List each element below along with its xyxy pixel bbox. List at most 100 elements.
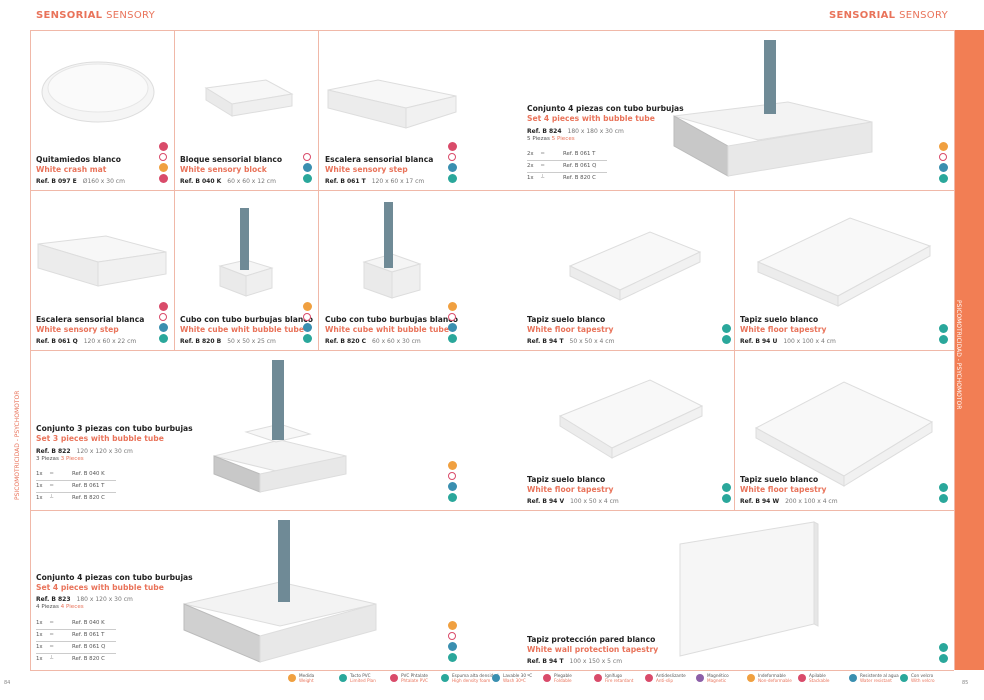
product-title: Conjunto 4 piezas con tubo burbujas: [527, 104, 684, 113]
weight-icon: [303, 302, 312, 311]
wash-icon: [303, 323, 312, 332]
floor-tapestry-v-image: [558, 379, 704, 459]
sensory-step-image: [327, 79, 457, 129]
weight-icon: [448, 302, 457, 311]
legend-icon: [696, 674, 704, 682]
parts-row: 1x═Ref. B 040 K: [36, 618, 116, 630]
feature-icons: [939, 643, 949, 665]
parts-row: 1x═Ref. B 061 T: [36, 630, 116, 642]
fire-retardant-icon: [939, 153, 947, 161]
legend-icon: [492, 674, 500, 682]
foam-icon: [722, 483, 731, 492]
crash-mat-image: [41, 61, 155, 123]
foam-icon: [722, 324, 731, 333]
page-number-right: 85: [962, 680, 969, 686]
pvc-icon: [159, 302, 168, 311]
foam-icon: [448, 653, 457, 662]
parts-row: 2x═Ref. B 061 T: [527, 149, 607, 161]
product-title: Tapiz suelo blanco: [740, 315, 819, 324]
feature-icons: [448, 461, 458, 504]
foam-icon: [303, 334, 312, 343]
product-title: Cubo con tubo burbujas blanco: [180, 315, 313, 324]
foam-icon: [303, 174, 312, 183]
velcro-icon: [939, 654, 948, 663]
pvc-icon: [159, 142, 168, 151]
velcro-icon: [939, 494, 948, 503]
fire-retardant-icon: [448, 632, 456, 640]
feature-icons: [939, 142, 949, 185]
wash-icon: [448, 642, 457, 651]
product-subtitle: White crash mat: [36, 165, 107, 174]
feature-icons: [939, 324, 949, 346]
product-subtitle: White floor tapestry: [740, 485, 827, 494]
pvc-icon: [448, 142, 457, 151]
velcro-icon: [722, 335, 731, 344]
cube-c-image: [362, 202, 422, 299]
foam-icon: [939, 324, 948, 333]
legend-icon: [288, 674, 296, 682]
feature-icons: [159, 302, 169, 345]
legend-icon: [849, 674, 857, 682]
product-title: Tapiz suelo blanco: [527, 315, 606, 324]
product-pieces: 5 Piezas 5 Pieces: [527, 136, 575, 142]
product-title: Tapiz suelo blanco: [740, 475, 819, 484]
fire-retardant-icon: [448, 153, 456, 161]
weight-icon: [448, 621, 457, 630]
wash-icon: [303, 163, 312, 172]
product-title: Conjunto 3 piezas con tubo burbujas: [36, 424, 193, 433]
product-subtitle: White wall protection tapestry: [527, 645, 659, 654]
weight-icon: [939, 142, 948, 151]
parts-row: 1x┴Ref. B 820 C: [36, 495, 105, 501]
legend-icon: [594, 674, 602, 682]
product-subtitle: White sensory block: [180, 165, 267, 174]
fire-retardant-icon: [448, 313, 456, 321]
feature-icons: [159, 142, 169, 185]
cube-b-image: [218, 208, 274, 297]
page-number-left: 84: [4, 680, 11, 686]
foam-icon: [448, 174, 457, 183]
legend-icon: [390, 674, 398, 682]
product-subtitle: White cube whit bubble tube: [325, 325, 449, 334]
feature-icons: [448, 621, 458, 664]
header-right: SENSORIAL SENSORY: [828, 10, 948, 21]
legend-icon: [900, 674, 908, 682]
fire-retardant-icon: [159, 313, 167, 321]
fire-retardant-icon: [303, 153, 311, 161]
velcro-icon: [722, 494, 731, 503]
foam-icon: [448, 334, 457, 343]
wash-icon: [939, 163, 948, 172]
set-4-pieces-b-image: [183, 520, 377, 663]
legend-icon: [747, 674, 755, 682]
product-subtitle: Set 4 pieces with bubble tube: [36, 583, 164, 592]
sensory-step-q-image: [37, 235, 167, 287]
wash-icon: [448, 163, 457, 172]
feature-icons: [303, 302, 313, 345]
side-band: [954, 30, 984, 670]
product-subtitle: Set 3 pieces with bubble tube: [36, 434, 164, 443]
parts-table: 1x═Ref. B 040 K 1x═Ref. B 061 T 1x═Ref. …: [36, 618, 116, 665]
product-subtitle: White floor tapestry: [740, 325, 827, 334]
header-left: SENSORIAL SENSORY: [36, 10, 156, 21]
product-title: Tapiz suelo blanco: [527, 475, 606, 484]
feature-icons: [939, 483, 949, 505]
legend-icon: [339, 674, 347, 682]
feature-icons: [722, 324, 732, 346]
feature-icons: [303, 153, 313, 185]
product-title: Quitamiedos blanco: [36, 155, 121, 164]
foam-icon: [939, 483, 948, 492]
wash-icon: [159, 323, 168, 332]
parts-row: 1x═Ref. B 061 T: [36, 481, 116, 493]
legend-icon: [645, 674, 653, 682]
wash-icon: [448, 482, 457, 491]
product-title: Escalera sensorial blanca: [36, 315, 145, 324]
